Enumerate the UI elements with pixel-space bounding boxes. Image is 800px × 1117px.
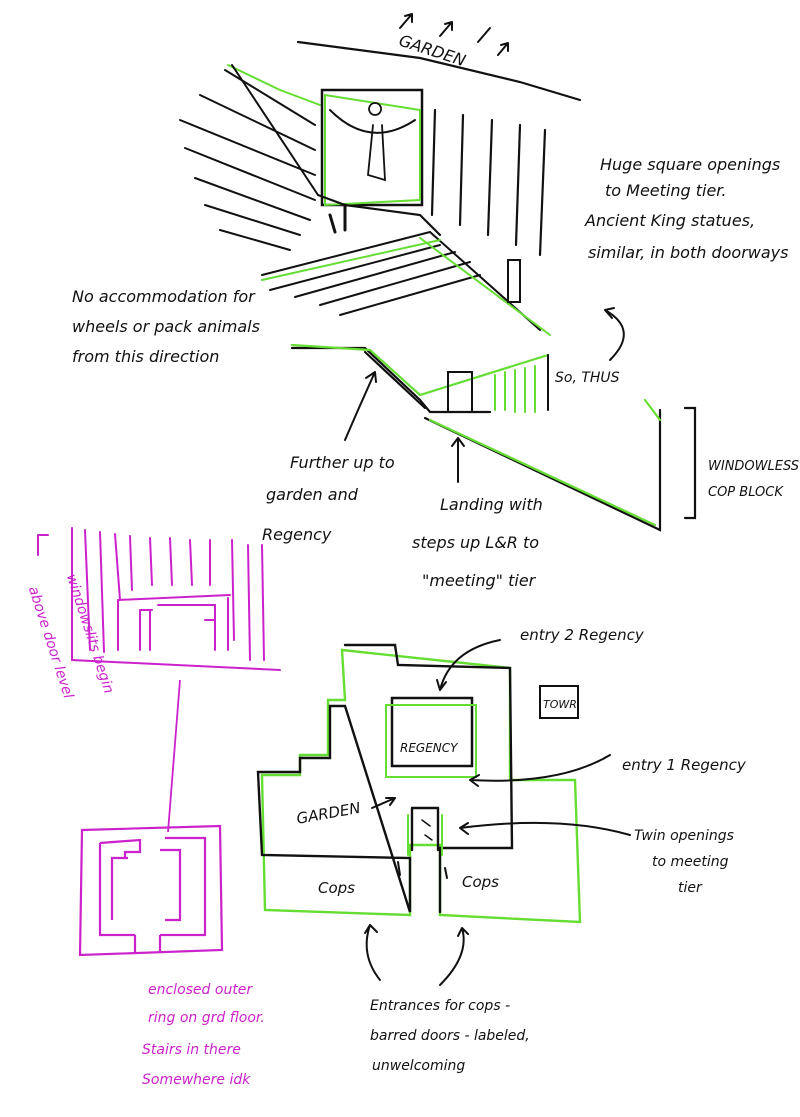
note-entrances-2: barred doors - labeled, [370,1028,530,1044]
tower-box [539,685,579,719]
note-windowslits-2: above door level [25,584,76,700]
statue-doorway [320,88,424,207]
arrow-twin-openings [459,821,631,836]
label-garden-plan: GARDEN [295,799,362,828]
landing-door [447,371,473,413]
arrow-entrances-right [439,927,469,986]
plan-outline-green [260,648,582,924]
lower-steps [261,231,541,331]
label-entry1: entry 1 Regency [622,756,747,774]
note-landing: Landing with steps up L&R to "meeting" t… [412,495,543,590]
arrow-entry2 [436,639,501,691]
note-landing-2: steps up L&R to [412,533,539,552]
top-wall-line [296,40,582,102]
garden-arrows [399,13,509,56]
note-windowless-2: COP BLOCK [708,485,784,500]
note-entrances-1: Entrances for cops - [370,998,510,1014]
note-twin-openings-2: to meeting [652,854,729,870]
note-further-up-2: garden and [266,485,359,504]
central-passage [410,806,440,852]
note-landing-1: Landing with [440,495,543,514]
label-cops-left: Cops [318,879,355,897]
note-no-accommodation: No accommodation for wheels or pack anim… [72,287,260,366]
note-twin-openings-1: Twin openings [634,828,734,844]
king-statue [367,102,386,182]
regency-box-green [385,704,477,778]
note-enclosed-3: Stairs in there [142,1042,241,1058]
label-entry2: entry 2 Regency [520,626,645,644]
landing-top-line [290,346,492,414]
plan-outline-black [256,643,514,914]
note-huge-openings-1: Huge square openings [600,155,780,174]
left-steps [179,64,319,251]
arrow-garden [371,797,396,809]
label-tower: TOWR [543,698,577,711]
label-regency: REGENCY [400,741,459,755]
perspective-sketch [179,13,697,532]
regency-box-black [390,696,474,768]
label-so-thus: So, THUS [555,370,620,386]
doorway-green [324,93,421,207]
arrow-further-up [344,371,377,441]
note-enclosed-2: ring on grd floor. [148,1010,265,1026]
note-twin-openings: Twin openings to meeting tier [634,828,734,896]
note-huge-openings-2: to Meeting tier. [605,181,727,200]
note-no-accommodation-1: No accommodation for [72,287,256,306]
note-huge-openings-3: Ancient King statues, [584,211,755,230]
arrow-entrances-left [364,924,381,981]
green-top-line [227,64,321,106]
note-windowless-1: WINDOWLESS [708,459,799,474]
note-enclosed-1: enclosed outer [148,982,253,998]
connector-line [167,679,181,833]
note-entrances-3: unwelcoming [372,1058,465,1074]
note-further-up-3: Regency [262,525,332,544]
note-landing-3: "meeting" tier [422,571,537,590]
note-no-accommodation-2: wheels or pack animals [72,317,260,336]
note-entrances: Entrances for cops - barred doors - labe… [370,998,530,1074]
door-base [316,193,442,237]
note-further-up-1: Further up to [290,453,395,472]
ground-plan-magenta [78,824,224,957]
floor-plan [256,639,631,986]
note-no-accommodation-3: from this direction [72,347,219,366]
elevation-sketch [37,527,281,671]
note-twin-openings-3: tier [678,880,703,896]
note-enclosed-4: Somewhere idk [142,1072,251,1088]
arrow-landing [451,437,465,483]
arrow-entry1 [469,754,611,787]
note-enclosed: enclosed outer ring on grd floor. Stairs… [142,982,265,1088]
small-door-upper [507,259,521,303]
note-further-up: Further up to garden and Regency [262,453,395,544]
label-garden-top: GARDEN [397,31,468,70]
note-windowless: WINDOWLESS COP BLOCK [708,459,799,500]
doorway-arch [329,109,416,134]
note-huge-openings-4: similar, in both doorways [588,243,788,262]
note-huge-openings: Huge square openings to Meeting tier. An… [584,155,788,262]
arrow-so-thus [604,307,625,361]
copblock-bracket [683,406,697,520]
vertical-slats [430,108,547,257]
label-cops-right: Cops [462,873,499,891]
